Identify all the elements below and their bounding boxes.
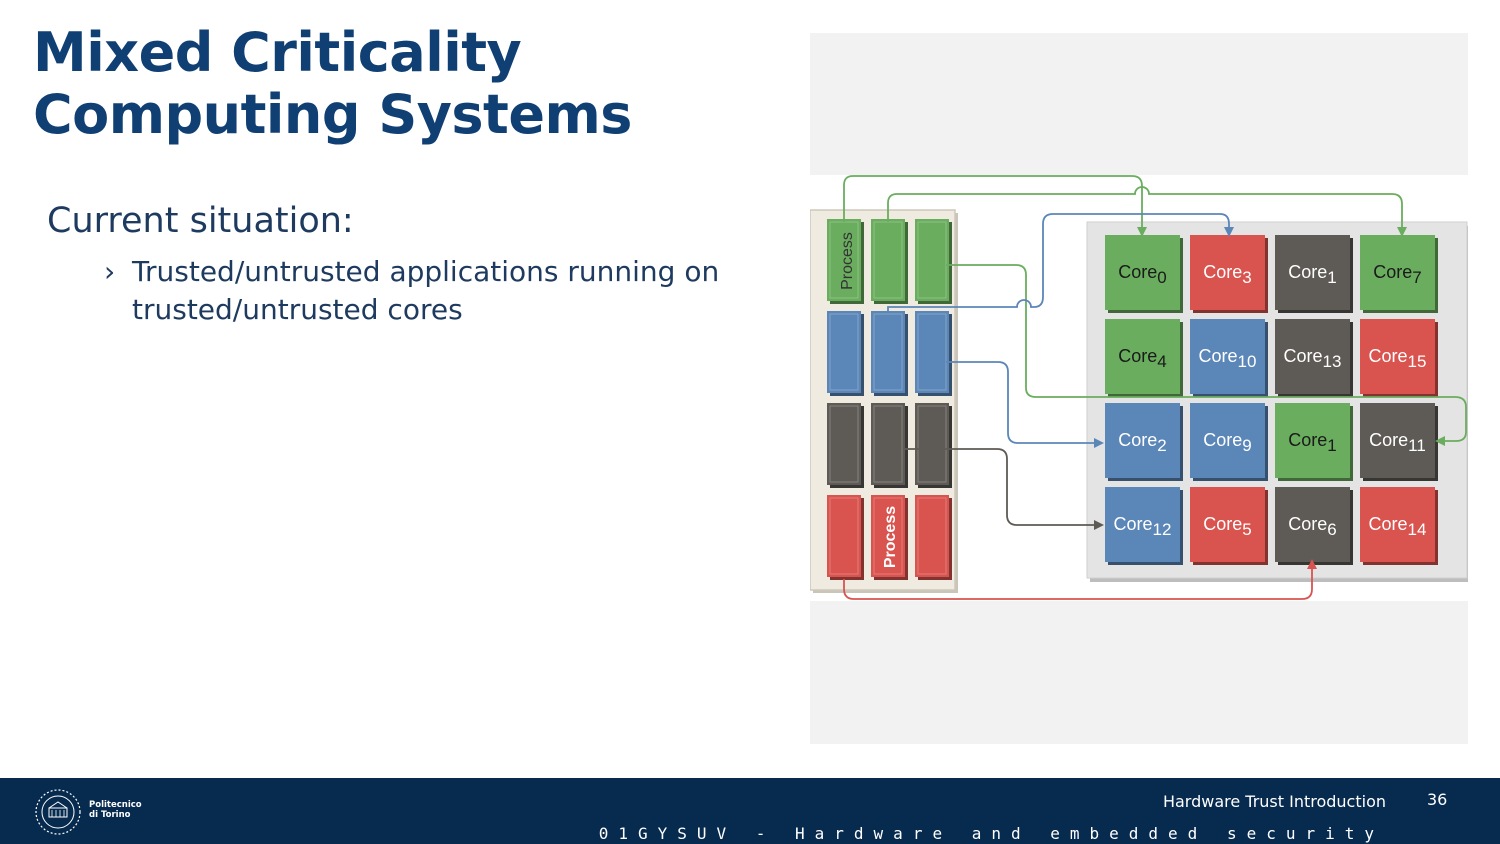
- core-tile: Core7: [1360, 235, 1438, 313]
- university-name: Politecnico di Torino: [89, 800, 142, 820]
- process-tile-green: [827, 219, 864, 304]
- deck-title: Hardware Trust Introduction: [1162, 792, 1386, 811]
- core-tile: Core11: [1360, 403, 1438, 481]
- process-tile-gray: [827, 403, 864, 488]
- course-code: 01GYSUV - Hardware and embedded security: [598, 824, 1384, 843]
- process-tile-gray: [871, 403, 908, 488]
- core-tile: Core2: [1105, 403, 1183, 481]
- process-tile-blue: [915, 311, 952, 396]
- core-tile: Core14: [1360, 487, 1438, 565]
- core-tile: Core0: [1105, 235, 1183, 313]
- core-label: Core10: [1199, 346, 1257, 371]
- arrow-green-process-to-core0: [843, 175, 1147, 237]
- core-label: Core6: [1288, 514, 1336, 539]
- core-tile: Core10: [1190, 319, 1268, 397]
- process-tile-red: [871, 495, 908, 580]
- core-label: Core1: [1288, 430, 1336, 455]
- core-label: Core2: [1118, 430, 1166, 455]
- process-tile-green: [871, 219, 908, 304]
- bullet-marker: ›: [104, 255, 116, 288]
- process-tile-red: [915, 495, 952, 580]
- core-label: Core1: [1288, 262, 1336, 287]
- core-tile: Core1: [1275, 403, 1353, 481]
- arrow-blue-to-core3: [887, 213, 1234, 313]
- university-seal-icon: [35, 789, 81, 835]
- process-tile-blue: [827, 311, 864, 396]
- process-tile-gray: [915, 403, 952, 488]
- core-label: Core0: [1118, 262, 1166, 287]
- process-tile-blue: [871, 311, 908, 396]
- core-label: Core7: [1373, 262, 1421, 287]
- core-tile: Core9: [1190, 403, 1268, 481]
- core-label: Core14: [1369, 514, 1427, 539]
- core-label: Core9: [1203, 430, 1251, 455]
- core-label: Core3: [1203, 262, 1251, 287]
- core-tile: Core15: [1360, 319, 1438, 397]
- process-grid: [827, 219, 952, 580]
- slide-title: Mixed Criticality Computing Systems: [33, 21, 632, 146]
- core-tile: Core4: [1105, 319, 1183, 397]
- arrow-red-to-core6: [843, 559, 1317, 600]
- arrow-green-to-core7: [887, 186, 1407, 237]
- level1-text: Current situation:: [47, 201, 354, 241]
- university-name-line2: di Torino: [89, 810, 131, 820]
- core-tile: Core3: [1190, 235, 1268, 313]
- bullet-text: Trusted/untrusted applications running o…: [132, 255, 720, 326]
- page-number: 36: [1427, 790, 1448, 809]
- connection-arrows: [843, 175, 1467, 600]
- arrow-gray-to-core12: [905, 448, 1104, 530]
- core-tile: Core13: [1275, 319, 1353, 397]
- core-label: Core11: [1369, 430, 1426, 455]
- core-label: Core4: [1118, 346, 1166, 371]
- process-tile-red: [827, 495, 864, 580]
- core-label: Core12: [1114, 514, 1172, 539]
- arrow-green-to-core11: [946, 264, 1467, 446]
- university-name-line1: Politecnico: [89, 800, 142, 810]
- core-tile: Core5: [1190, 487, 1268, 565]
- process-tile-green: [915, 219, 952, 304]
- core-tile: Core12: [1105, 487, 1183, 565]
- core-label: Core15: [1369, 346, 1427, 371]
- core-tile: Core1: [1275, 235, 1353, 313]
- core-tile: Core6: [1275, 487, 1353, 565]
- core-label: Core13: [1284, 346, 1342, 371]
- arrow-blue-to-core2: [946, 361, 1104, 448]
- core-label: Core5: [1203, 514, 1251, 539]
- footer-bar: Politecnico di Torino Hardware Trust Int…: [0, 778, 1500, 844]
- process-label-green: Process: [839, 232, 856, 290]
- process-label-red: Process: [882, 506, 899, 568]
